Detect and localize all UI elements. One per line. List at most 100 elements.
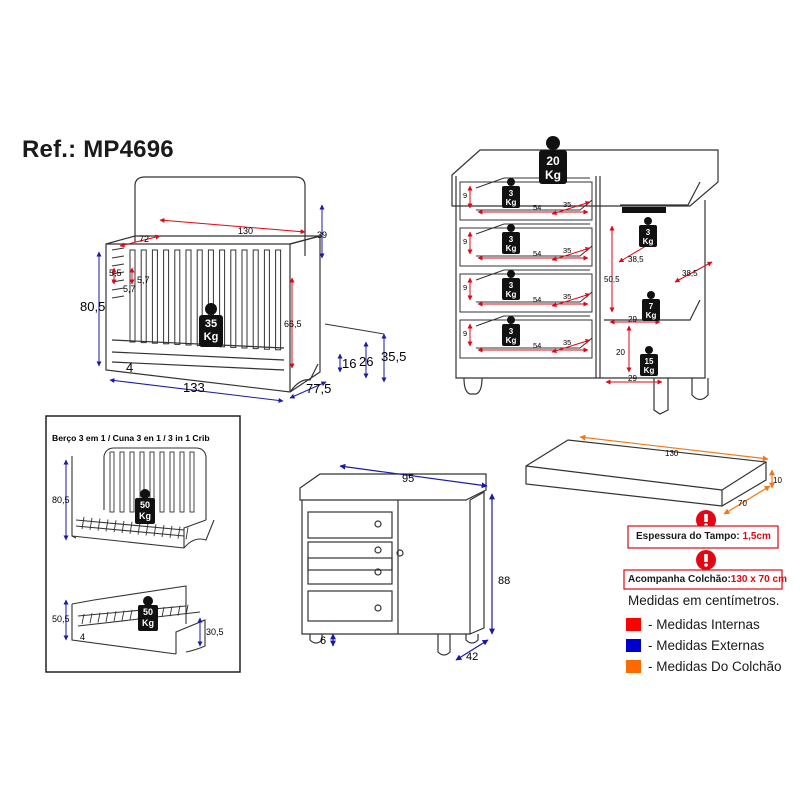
drawer-dim-label: 35: [563, 292, 571, 301]
bed-base-slat: [121, 610, 125, 621]
svg-text:10: 10: [773, 476, 782, 485]
crib-dim-35-5: 35,5: [381, 349, 406, 364]
svg-text:50: 50: [143, 607, 153, 617]
drawer-cavity: [459, 227, 593, 267]
svg-text:3: 3: [509, 235, 514, 244]
bed-base-slat: [185, 604, 189, 615]
crib-dim-26: 26: [359, 354, 373, 369]
mattress-info-box: [623, 569, 783, 590]
crib-slat: [129, 249, 136, 343]
bed-base-slat: [105, 611, 109, 622]
crib-dim-4: 4: [126, 360, 133, 375]
crib-dimension-lines: [96, 204, 387, 403]
drawer-dim-label: 35: [563, 338, 571, 347]
mattress-outline: [525, 439, 767, 507]
svg-text:Kg: Kg: [646, 311, 657, 320]
mini-bed-base-slat: [121, 520, 125, 534]
mini-bed-slat: [169, 451, 175, 513]
closed-dresser-drawing: [299, 473, 487, 656]
crib-modes-box: [45, 415, 241, 673]
svg-text:130: 130: [665, 449, 679, 458]
closed-dresser-dim-labels: 95 88 6 42: [320, 473, 510, 663]
drawer-dim-label: 9: [463, 191, 467, 200]
mini-bed-dim-80-5: 80,5: [52, 495, 70, 505]
svg-text:35: 35: [205, 318, 217, 330]
crib-dim-77-5: 77,5: [306, 381, 331, 396]
drawer-cavity: [459, 181, 593, 221]
legend-swatch-blue: [626, 639, 641, 652]
mini-bed-base-slat: [153, 524, 157, 537]
bed-dim-30-5: 30,5: [206, 627, 224, 637]
svg-text:3: 3: [509, 281, 514, 290]
crib-dim-39: 39: [317, 230, 327, 240]
bed-base-slat: [169, 606, 173, 617]
svg-text:88: 88: [498, 575, 510, 587]
dresser-top-weight-icon: 20 Kg: [539, 136, 567, 184]
drawer-dim-label: 35: [563, 246, 571, 255]
crib-slat: [151, 249, 158, 344]
crib-front-frame: [105, 243, 291, 393]
svg-text:6: 6: [320, 635, 326, 647]
drawer-depth-line: [551, 292, 591, 308]
drawer-dim-label: 54: [533, 203, 541, 212]
drawer-weight-icon: 3Kg: [502, 224, 520, 254]
drawer-dim-label: 54: [533, 341, 541, 350]
crib-side-rail: [111, 287, 125, 291]
crib-dim-66-5: 66,5: [284, 319, 302, 329]
mini-bed-base-slat: [113, 520, 117, 533]
drawer-back-edge: [475, 177, 590, 189]
svg-text:Kg: Kg: [545, 168, 561, 182]
drawer-dim-label: 9: [463, 283, 467, 292]
mini-bed-base-slat: [89, 517, 93, 530]
mini-bed-base-slat: [105, 519, 109, 532]
top-thickness-box: [627, 525, 779, 549]
mattress-note-value: 130 x 70 cm: [730, 574, 787, 585]
drawer-cavity: [459, 319, 593, 359]
drawer-back-edge: [475, 315, 590, 327]
svg-text:3: 3: [646, 228, 651, 237]
drawer-weight-icon: 3Kg: [502, 178, 520, 208]
svg-text:95: 95: [402, 473, 414, 485]
crib-dim-5-5: 5,5: [109, 268, 122, 278]
bed-base-slat: [129, 609, 133, 620]
mini-bed-slat: [159, 451, 165, 513]
crib-side-rail: [111, 247, 125, 251]
mini-bed-slats: [81, 451, 195, 540]
mini-bed-base-slat: [81, 516, 85, 530]
svg-text:3: 3: [509, 189, 514, 198]
bed-base-slat: [97, 612, 101, 623]
crib-dimension-labels: 130 39 72 5,5 5,7 5,7 80,5 66,5 4 133 77…: [80, 226, 406, 396]
svg-text:7: 7: [649, 302, 654, 311]
drawer-depth-line: [551, 338, 591, 354]
crib-slat: [230, 249, 237, 348]
drawer-dim-label: 9: [463, 237, 467, 246]
mattress-note: Acompanha Colchão:130 x 70 cm: [628, 574, 787, 585]
mattress-dims: [579, 434, 775, 515]
crib-side-rail: [111, 255, 125, 259]
legend-item-internal: - Medidas Internas: [626, 614, 782, 635]
svg-text:20: 20: [546, 154, 560, 168]
crib-slat: [219, 249, 226, 348]
mini-bed-slat: [109, 451, 115, 513]
bed-weight-icon: 50 Kg: [138, 596, 158, 631]
legend-swatch-orange: [626, 660, 641, 673]
mattress-drawing: [525, 439, 767, 507]
drawer-outlines: [459, 177, 593, 359]
svg-text:Kg: Kg: [506, 244, 517, 253]
crib-slat: [263, 249, 270, 350]
crib-slats: [111, 247, 282, 351]
svg-text:Kg: Kg: [204, 331, 219, 343]
svg-text:42: 42: [466, 651, 478, 663]
crib-slat: [252, 249, 259, 350]
mini-bed-slat: [179, 451, 185, 513]
mattress-dim-labels: 130 10 70: [665, 449, 782, 508]
svg-text:20: 20: [616, 348, 625, 357]
drawer-dim-label: 54: [533, 249, 541, 258]
bed-drawing: [71, 585, 206, 655]
crib-headboard-frame: [134, 176, 306, 256]
drawer-back-edge: [475, 223, 590, 235]
crib-side-rail: [111, 295, 125, 299]
